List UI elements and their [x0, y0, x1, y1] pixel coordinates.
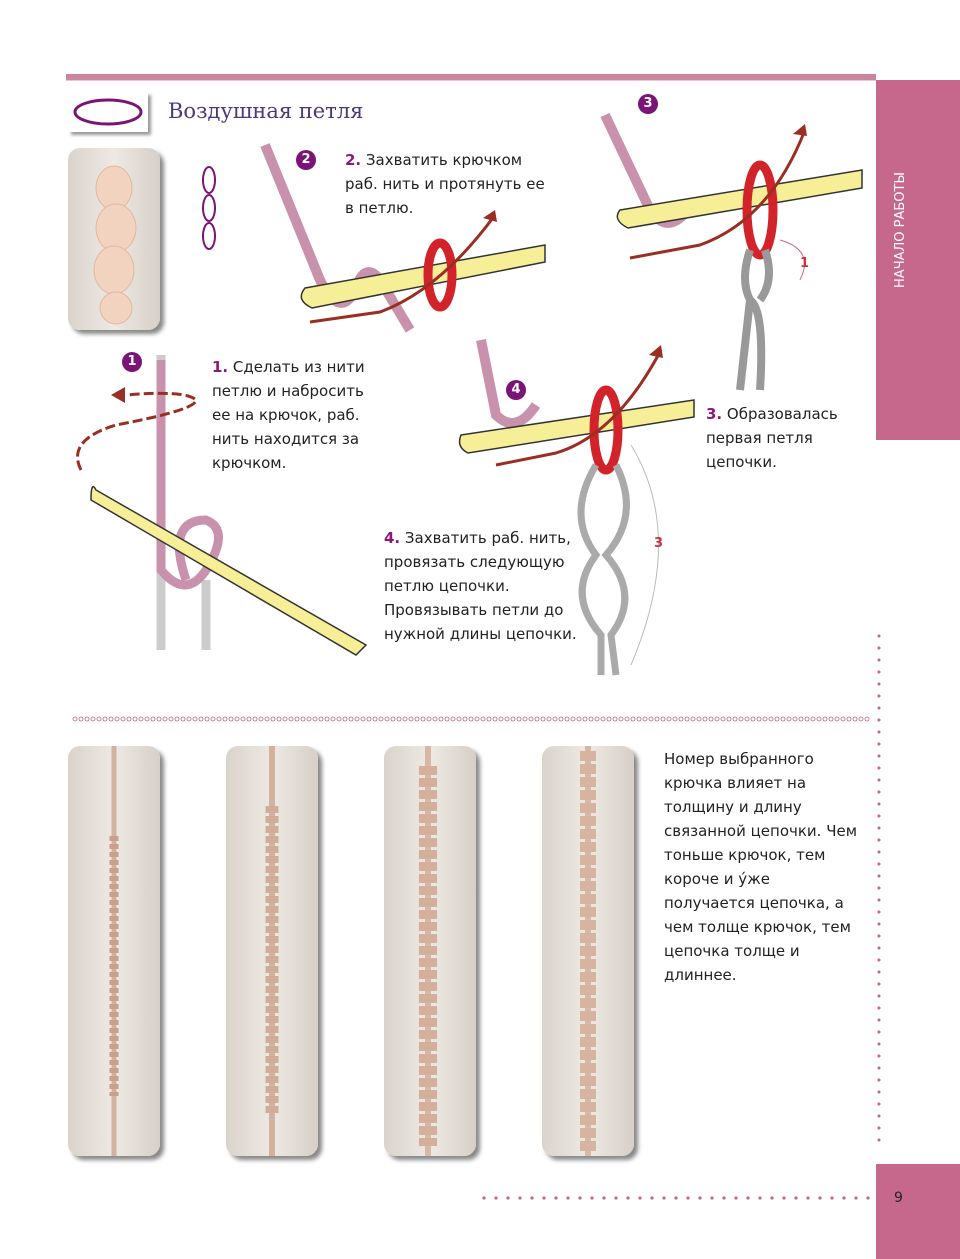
step-2-text: Захватить крючком раб. нить и протянуть …: [345, 151, 545, 217]
step-4-number: 4.: [384, 529, 401, 547]
page-title: Воздушная петля: [168, 99, 364, 123]
top-rule: [66, 74, 876, 81]
step-3-badge: 3: [638, 94, 658, 114]
chain-photo-medium: [226, 746, 318, 1156]
page-number-box: 9: [876, 1164, 960, 1259]
step-4-badge: 4: [506, 380, 526, 400]
chain-photo-thickest: [542, 746, 634, 1156]
chain-closeup-photo: [68, 148, 160, 330]
step-2-caption: 2. Захватить крючком раб. нить и протяну…: [345, 148, 545, 220]
chain-diagram-icon: [202, 166, 216, 250]
chain-symbol-icon: [73, 98, 143, 126]
step-1-caption: 1. Сделать из нити петлю и набросить ее …: [212, 355, 372, 475]
step-3-text: Образовалась первая петля цепочки.: [706, 405, 838, 471]
note-text: Номер выбранного крючка влияет на толщин…: [664, 750, 858, 984]
chain-photo-thin: [68, 746, 160, 1156]
step-3-number: 3.: [706, 405, 723, 423]
step-2-badge: 2: [296, 150, 316, 170]
loop-label-1: 1: [800, 256, 810, 271]
step-4-illustration: [458, 339, 695, 676]
loop-label-3: 3: [654, 536, 664, 551]
step-4-text: Захватить раб. нить, провязать следующую…: [384, 529, 577, 643]
step-1-text: Сделать из нити петлю и набросить ее на …: [212, 358, 365, 472]
symbol-box: [68, 92, 148, 132]
step-2-number: 2.: [345, 151, 362, 169]
step-3-illustration: [600, 112, 863, 391]
step-3-caption: 3. Образовалась первая петля цепочки.: [706, 402, 856, 474]
step-1-badge: 1: [122, 352, 142, 372]
dotted-divider-bottom: [478, 1196, 874, 1200]
section-label: НАЧАЛО РАБОТЫ: [893, 172, 908, 288]
step-1-illustration: [76, 355, 368, 656]
dotted-divider-vertical: [877, 630, 881, 1150]
section-tab: НАЧАЛО РАБОТЫ: [876, 80, 960, 440]
step-4-caption: 4. Захватить раб. нить, провязать следую…: [384, 526, 584, 646]
chain-photo-thick: [384, 746, 476, 1156]
wavy-divider: [72, 716, 870, 722]
step-1-number: 1.: [212, 358, 229, 376]
page-number: 9: [894, 1190, 903, 1206]
step-2-illustration: [260, 143, 546, 333]
